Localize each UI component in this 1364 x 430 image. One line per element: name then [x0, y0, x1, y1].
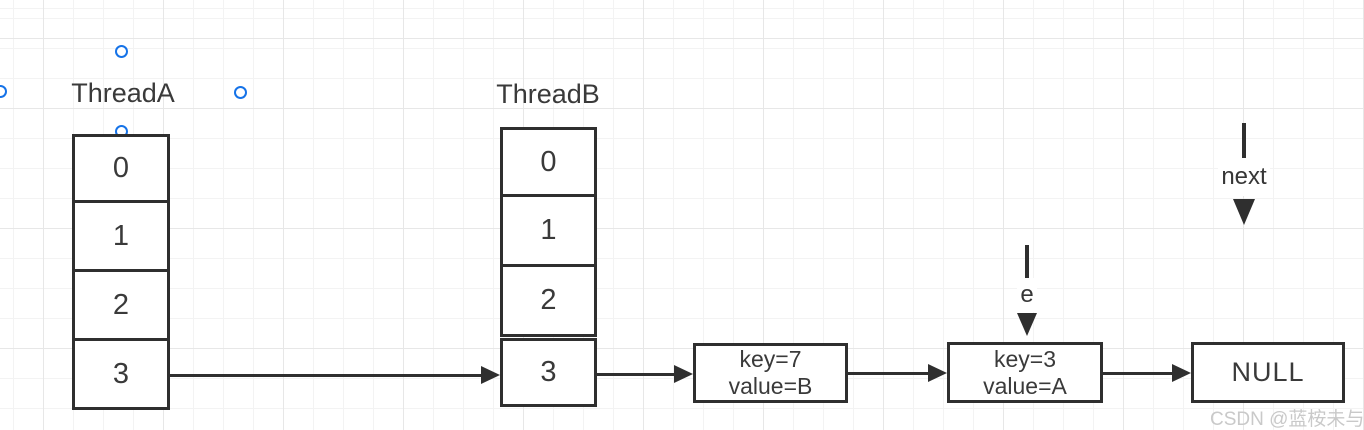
threadA-cell-1: 1	[72, 200, 170, 272]
threadA-cell-2: 2	[72, 269, 170, 341]
arrow-head-icon	[674, 365, 693, 383]
e-pointer-arrow: e	[997, 245, 1057, 336]
arrow-shaft	[170, 373, 485, 377]
arrow-shaft	[1242, 123, 1246, 158]
threadB-label: ThreadB	[496, 79, 600, 109]
threadB-array: 0 1 2 3	[500, 127, 597, 407]
node-key3: key=3 value=A	[947, 342, 1103, 403]
arrow-shaft	[597, 372, 678, 376]
connection-handle	[0, 85, 7, 98]
arrow-shaft	[848, 371, 932, 375]
connection-handle	[234, 86, 247, 99]
e-pointer-label: e	[1017, 278, 1037, 312]
next-pointer-arrow: next	[1214, 123, 1274, 225]
arrow-head-icon	[1233, 199, 1255, 225]
next-pointer-label: next	[1218, 158, 1270, 196]
threadB-cell-0: 0	[500, 127, 597, 197]
node-key7-key: key=7	[739, 346, 802, 372]
threadA-label: ThreadA	[71, 78, 175, 108]
threadA-cell-0: 0	[72, 134, 170, 203]
arrow-head-icon	[1017, 313, 1037, 336]
arrow-shaft	[1025, 245, 1029, 278]
threadB-cell-3: 3	[500, 338, 597, 407]
node-key7-value: value=B	[728, 373, 813, 399]
node-key7: key=7 value=B	[693, 343, 848, 403]
arrow-shaft	[1103, 371, 1176, 375]
node-key3-key: key=3	[993, 345, 1056, 372]
csdn-watermark: CSDN @蓝桉未与	[1210, 409, 1364, 430]
threadA-cell-3: 3	[72, 338, 170, 410]
arrow-head-icon	[928, 364, 947, 382]
arrow-head-icon	[481, 366, 500, 384]
arrow-head-icon	[1172, 364, 1191, 382]
threadB-cell-2: 2	[500, 264, 597, 337]
threadA-array: 0 1 2 3	[72, 134, 170, 410]
node-null-text: NULL	[1231, 357, 1305, 387]
threadB-cell-1: 1	[500, 194, 597, 267]
connection-handle	[115, 45, 128, 58]
node-null: NULL	[1191, 342, 1345, 403]
node-key3-value: value=A	[983, 372, 1067, 399]
